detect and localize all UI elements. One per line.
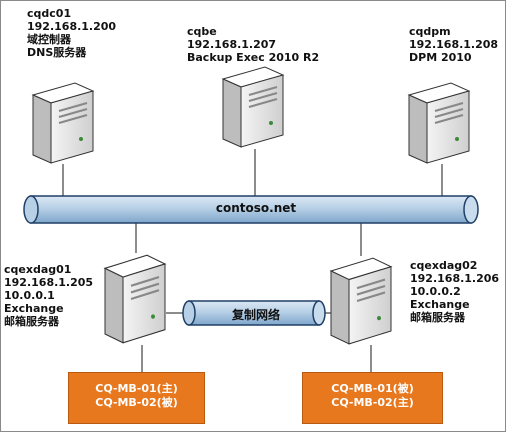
server-label-cqexdag01: cqexdag01 192.168.1.205 10.0.0.1 Exchang… [4, 263, 93, 328]
server-role: 邮箱服务器 [4, 315, 59, 328]
server-hostname: cqdpm [409, 25, 451, 38]
server-tower-icon [407, 82, 471, 164]
server-ip: 192.168.1.206 [410, 272, 500, 285]
server-ip: 192.168.1.207 [187, 38, 277, 51]
database-box-left: CQ-MB-01(主) CQ-MB-02(被) [68, 372, 205, 424]
server-label-cqbe: cqbe 192.168.1.207 Backup Exec 2010 R2 [187, 25, 319, 64]
server-hostname: cqexdag01 [4, 263, 72, 276]
server-tower-icon [221, 66, 285, 148]
server-role: Exchange [410, 298, 470, 311]
server-role: 域控制器 [27, 33, 71, 46]
server-hostname: cqdc01 [27, 7, 72, 20]
database-copy: CQ-MB-01(主) [95, 382, 178, 395]
contoso-net-bus [23, 195, 479, 224]
main-network-label: contoso.net [215, 201, 297, 215]
database-box-right: CQ-MB-01(被) CQ-MB-02(主) [302, 372, 443, 424]
server-role: Backup Exec 2010 R2 [187, 51, 320, 64]
server-tower-icon [31, 82, 95, 164]
server-role: DNS服务器 [27, 46, 87, 59]
server-tower-icon [329, 257, 393, 345]
server-tower-icon [103, 254, 167, 344]
database-copy: CQ-MB-02(主) [331, 396, 414, 409]
server-label-cqdc01: cqdc01 192.168.1.200 域控制器 DNS服务器 [27, 7, 116, 59]
database-copy: CQ-MB-01(被) [331, 382, 414, 395]
server-label-cqdpm: cqdpm 192.168.1.208 DPM 2010 [409, 25, 498, 64]
server-ip: 192.168.1.208 [409, 38, 499, 51]
server-role: DPM 2010 [409, 51, 472, 64]
replication-network-label: 复制网络 [231, 308, 280, 322]
server-ip: 192.168.1.200 [27, 20, 117, 33]
server-ip: 192.168.1.205 [4, 276, 94, 289]
replication-bus [182, 300, 326, 326]
server-ip: 10.0.0.2 [410, 285, 461, 298]
server-role: Exchange [4, 302, 64, 315]
server-label-cqexdag02: cqexdag02 192.168.1.206 10.0.0.2 Exchang… [410, 259, 499, 324]
server-ip: 10.0.0.1 [4, 289, 55, 302]
database-copy: CQ-MB-02(被) [95, 396, 178, 409]
server-role: 邮箱服务器 [410, 311, 465, 324]
server-hostname: cqbe [187, 25, 217, 38]
server-hostname: cqexdag02 [410, 259, 478, 272]
